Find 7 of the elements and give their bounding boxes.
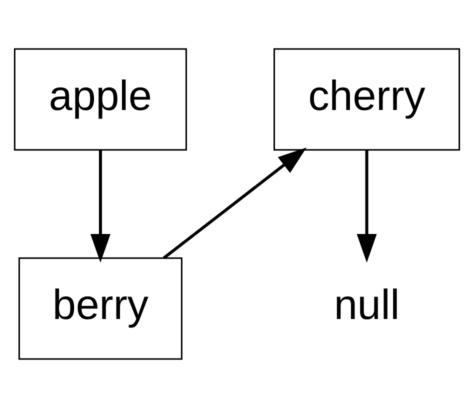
node-box: cherry (273, 48, 460, 151)
arrow (356, 150, 377, 263)
arrow (90, 150, 110, 263)
node-box: berry (18, 257, 182, 360)
node-text: null (334, 280, 400, 328)
node-box: apple (14, 48, 187, 151)
arrow (162, 148, 307, 260)
